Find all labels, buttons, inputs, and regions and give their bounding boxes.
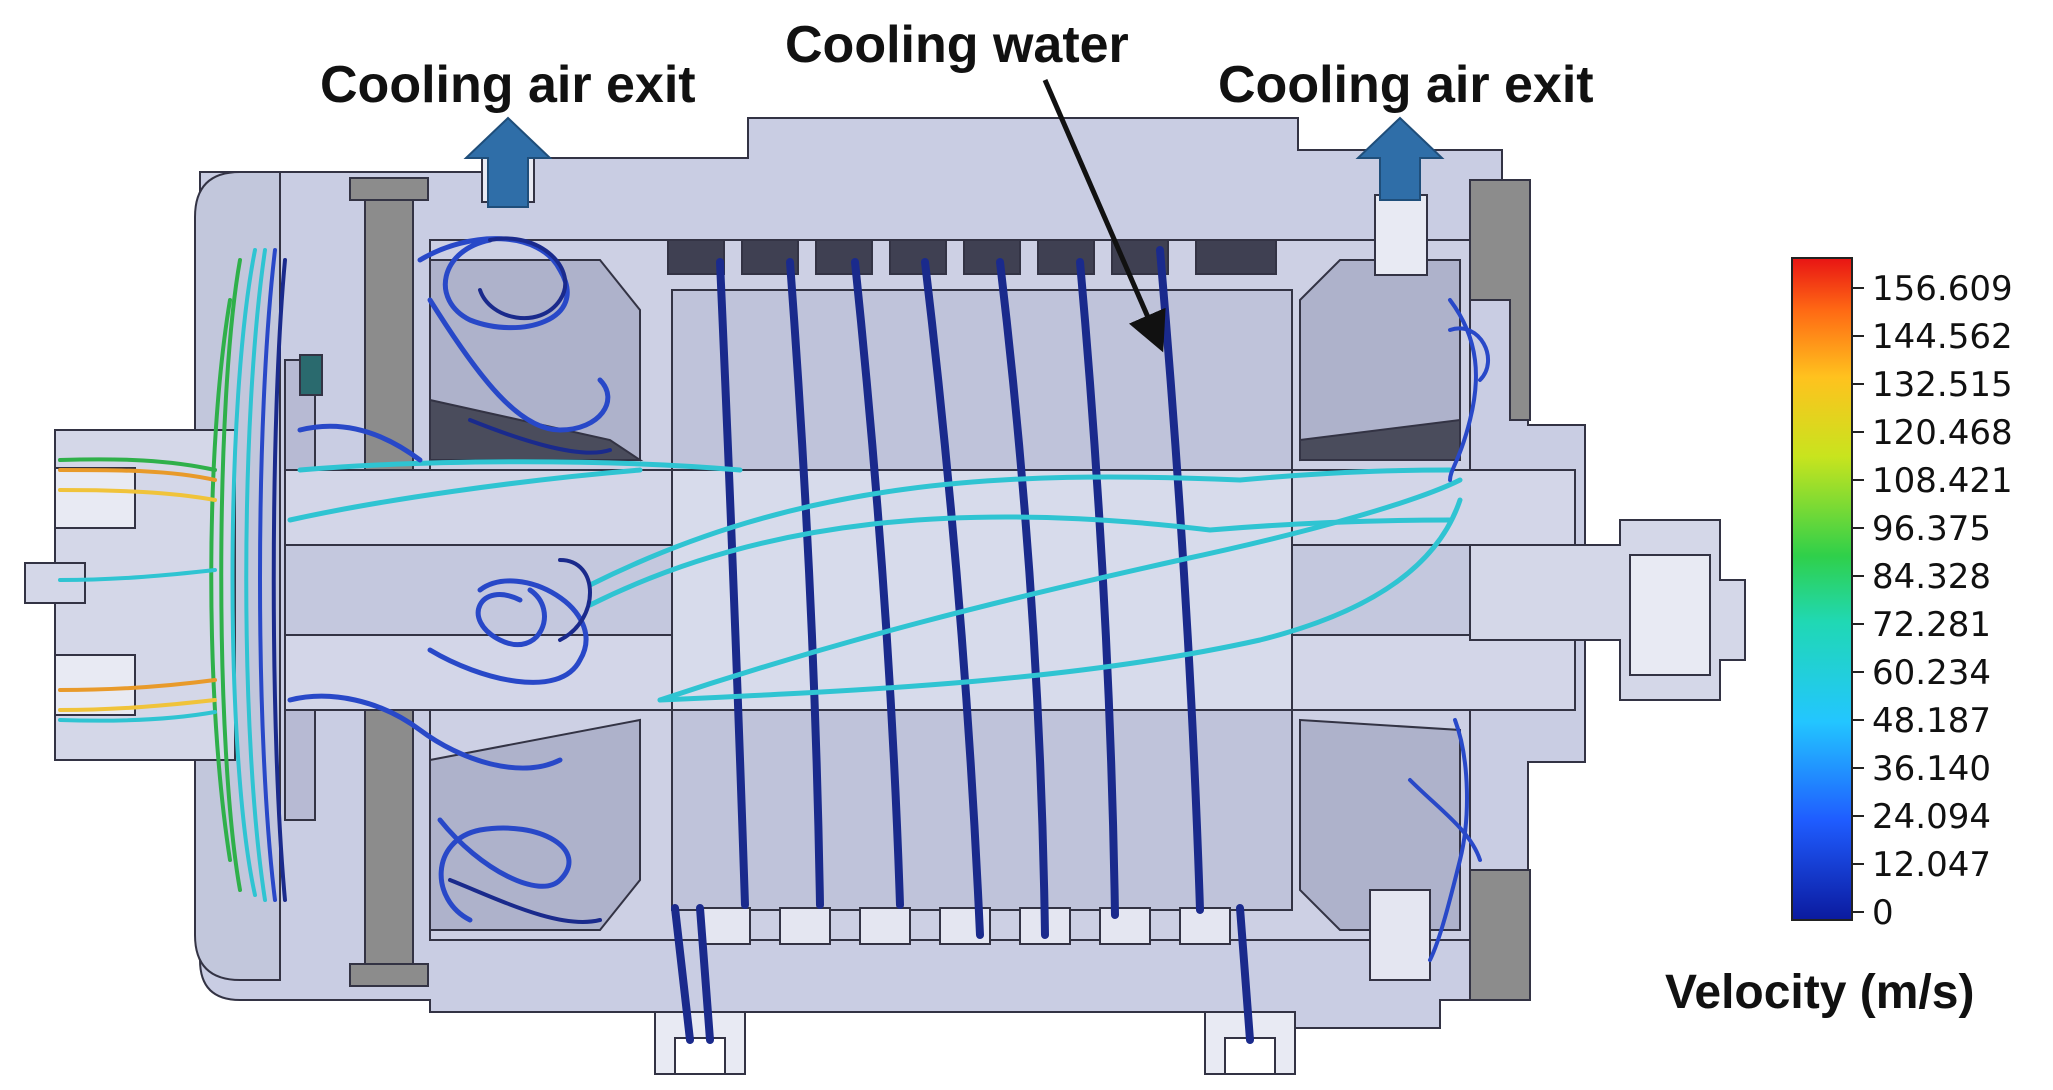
colorbar	[1791, 257, 1853, 921]
colorbar-tick-label: 132.515	[1872, 365, 2013, 405]
cooling-water-pointer	[1042, 79, 1166, 353]
colorbar-tick-label: 24.094	[1872, 797, 1991, 837]
colorbar-tick-label: 84.328	[1872, 557, 1991, 597]
colorbar-tick-label: 48.187	[1872, 701, 1991, 741]
left-exit-arrow	[463, 116, 553, 208]
inlet-streamlines	[58, 457, 217, 723]
colorbar-ticks	[1852, 287, 1864, 913]
air-gap-streamlines	[287, 459, 1463, 703]
cooling-water-label: Cooling water	[785, 16, 1129, 74]
right-chamber-streamlines	[1408, 298, 1491, 962]
colorbar-tick-label: 36.140	[1872, 749, 1991, 789]
annotations: Cooling air exit Cooling water Cooling a…	[320, 16, 1594, 353]
upper-left-bearing-chamber	[429, 259, 641, 462]
right-gray-end	[1469, 179, 1531, 421]
lower-left-bearing-chamber	[429, 718, 641, 931]
left-exit-label: Cooling air exit	[320, 56, 696, 114]
bottom-cooling-channels	[699, 907, 1231, 945]
velocity-streamlines	[58, 236, 1491, 1044]
cooling-water-coils	[671, 246, 1254, 1044]
colorbar-tick-label: 96.375	[1872, 509, 1991, 549]
impeller-streamlines	[209, 248, 287, 902]
right-air-exit-port	[1374, 194, 1428, 276]
colorbar-tick-label: 144.562	[1872, 317, 2013, 357]
legend-title: Velocity (m/s)	[1665, 966, 1974, 1019]
right-exit-arrow	[1355, 116, 1445, 201]
colorbar-tick-label: 0	[1872, 893, 1894, 933]
colorbar-tick-label: 72.281	[1872, 605, 1991, 645]
colorbar-tick-label: 120.468	[1872, 413, 2013, 453]
colorbar-tick-label: 60.234	[1872, 653, 1991, 693]
colorbar-tick-label: 12.047	[1872, 845, 1991, 885]
colorbar-tick-label: 108.421	[1872, 461, 2013, 501]
right-exit-label: Cooling air exit	[1218, 56, 1594, 114]
left-end-cap	[194, 171, 281, 981]
velocity-legend: 156.609 144.562 132.515 120.468 108.421 96.37…	[1665, 257, 2013, 1019]
upper-right-bearing-chamber	[1299, 259, 1461, 462]
colorbar-tick-label: 156.609	[1872, 269, 2013, 309]
